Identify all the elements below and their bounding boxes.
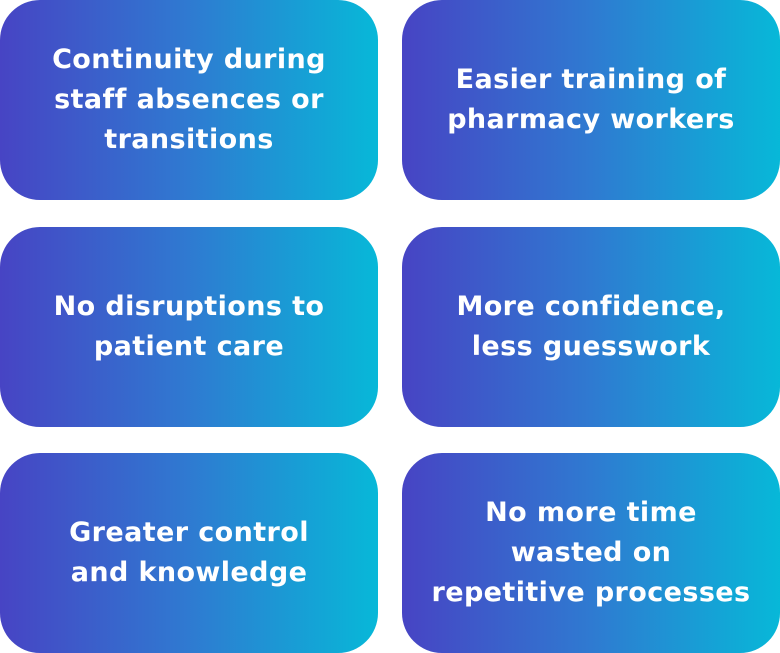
benefit-card-label: Greater control and knowledge <box>69 513 309 593</box>
benefit-card-confidence: More confidence, less guesswork <box>402 227 780 427</box>
benefit-line: repetitive processes <box>431 577 751 608</box>
benefit-line: patient care <box>93 331 285 362</box>
benefit-line: and knowledge <box>70 557 308 588</box>
benefit-line: No disruptions to <box>53 291 325 322</box>
benefit-card-control: Greater control and knowledge <box>0 453 378 653</box>
benefit-line: More confidence, <box>456 291 726 322</box>
benefit-line: Greater control <box>69 517 309 548</box>
benefit-line: Easier training of <box>455 64 727 95</box>
benefit-card-label: No disruptions to patient care <box>54 287 325 367</box>
benefit-line: staff absences or <box>54 84 324 115</box>
benefit-card-label: No more time wasted on repetitive proces… <box>432 493 751 613</box>
benefit-line: less guesswork <box>471 331 711 362</box>
benefit-card-label: Continuity during staff absences or tran… <box>52 40 326 160</box>
benefit-line: Continuity during <box>52 44 326 75</box>
benefit-line: pharmacy workers <box>447 104 735 135</box>
benefit-line: transitions <box>104 124 274 155</box>
benefit-line: wasted on <box>510 537 672 568</box>
benefit-card-time: No more time wasted on repetitive proces… <box>402 453 780 653</box>
benefit-card-continuity: Continuity during staff absences or tran… <box>0 0 378 200</box>
benefit-line: No more time <box>485 497 697 528</box>
benefit-card-label: More confidence, less guesswork <box>456 287 725 367</box>
benefit-card-label: Easier training of pharmacy workers <box>447 60 735 140</box>
benefit-card-patient-care: No disruptions to patient care <box>0 227 378 427</box>
benefit-card-training: Easier training of pharmacy workers <box>402 0 780 200</box>
